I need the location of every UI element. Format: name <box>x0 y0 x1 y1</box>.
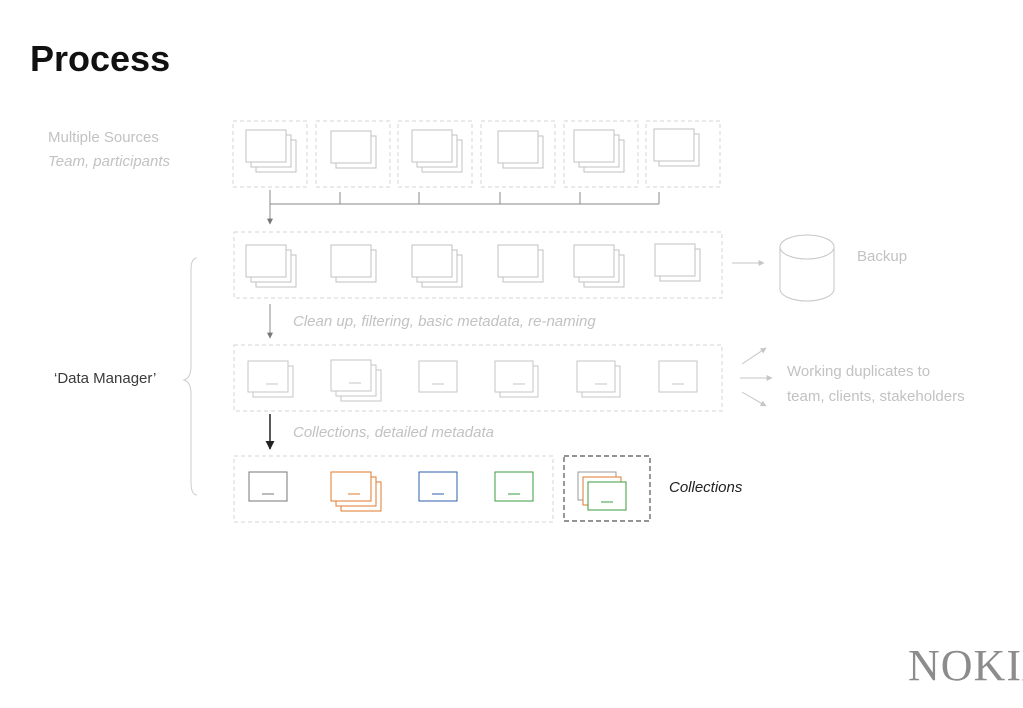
cleaned-box <box>233 344 723 412</box>
collections-box <box>233 455 554 523</box>
collections-label: Collections <box>669 479 743 496</box>
page-title: Process <box>30 38 171 79</box>
backup-database-icon <box>779 234 835 302</box>
data-manager-brace <box>182 257 198 496</box>
working-duplicates-arrows <box>740 347 773 407</box>
sources-sublabel: Team, participants <box>48 153 171 170</box>
sources-row <box>232 120 721 188</box>
sources-label: Multiple Sources <box>48 129 159 146</box>
collections-stack-icon <box>577 471 627 511</box>
collection-document-icons <box>248 471 534 512</box>
source-document-icons <box>245 128 700 173</box>
collections-step-label: Collections, detailed metadata <box>293 424 494 441</box>
source-box-4 <box>480 120 556 188</box>
source-box-5 <box>563 120 639 188</box>
collected-box <box>233 231 723 299</box>
working-duplicates-label-line1: Working duplicates to <box>787 363 931 380</box>
source-box-3 <box>397 120 473 188</box>
cleanup-step-label: Clean up, filtering, basic metadata, re-… <box>293 313 596 330</box>
cleaned-document-dashes <box>266 382 684 385</box>
working-duplicates-label-line2: team, clients, stakeholders <box>787 388 965 405</box>
collections-legend-box <box>563 455 651 522</box>
data-manager-label: ‘Data Manager’ <box>54 370 157 387</box>
nokia-logo: NOKIA <box>908 641 1023 690</box>
source-merge-connector <box>267 190 660 225</box>
source-box-6 <box>645 120 721 188</box>
source-box-2 <box>315 120 391 188</box>
collected-document-icons <box>245 243 701 288</box>
source-box-1 <box>232 120 308 188</box>
backup-label: Backup <box>857 248 908 265</box>
cleaned-document-icons <box>247 359 698 402</box>
